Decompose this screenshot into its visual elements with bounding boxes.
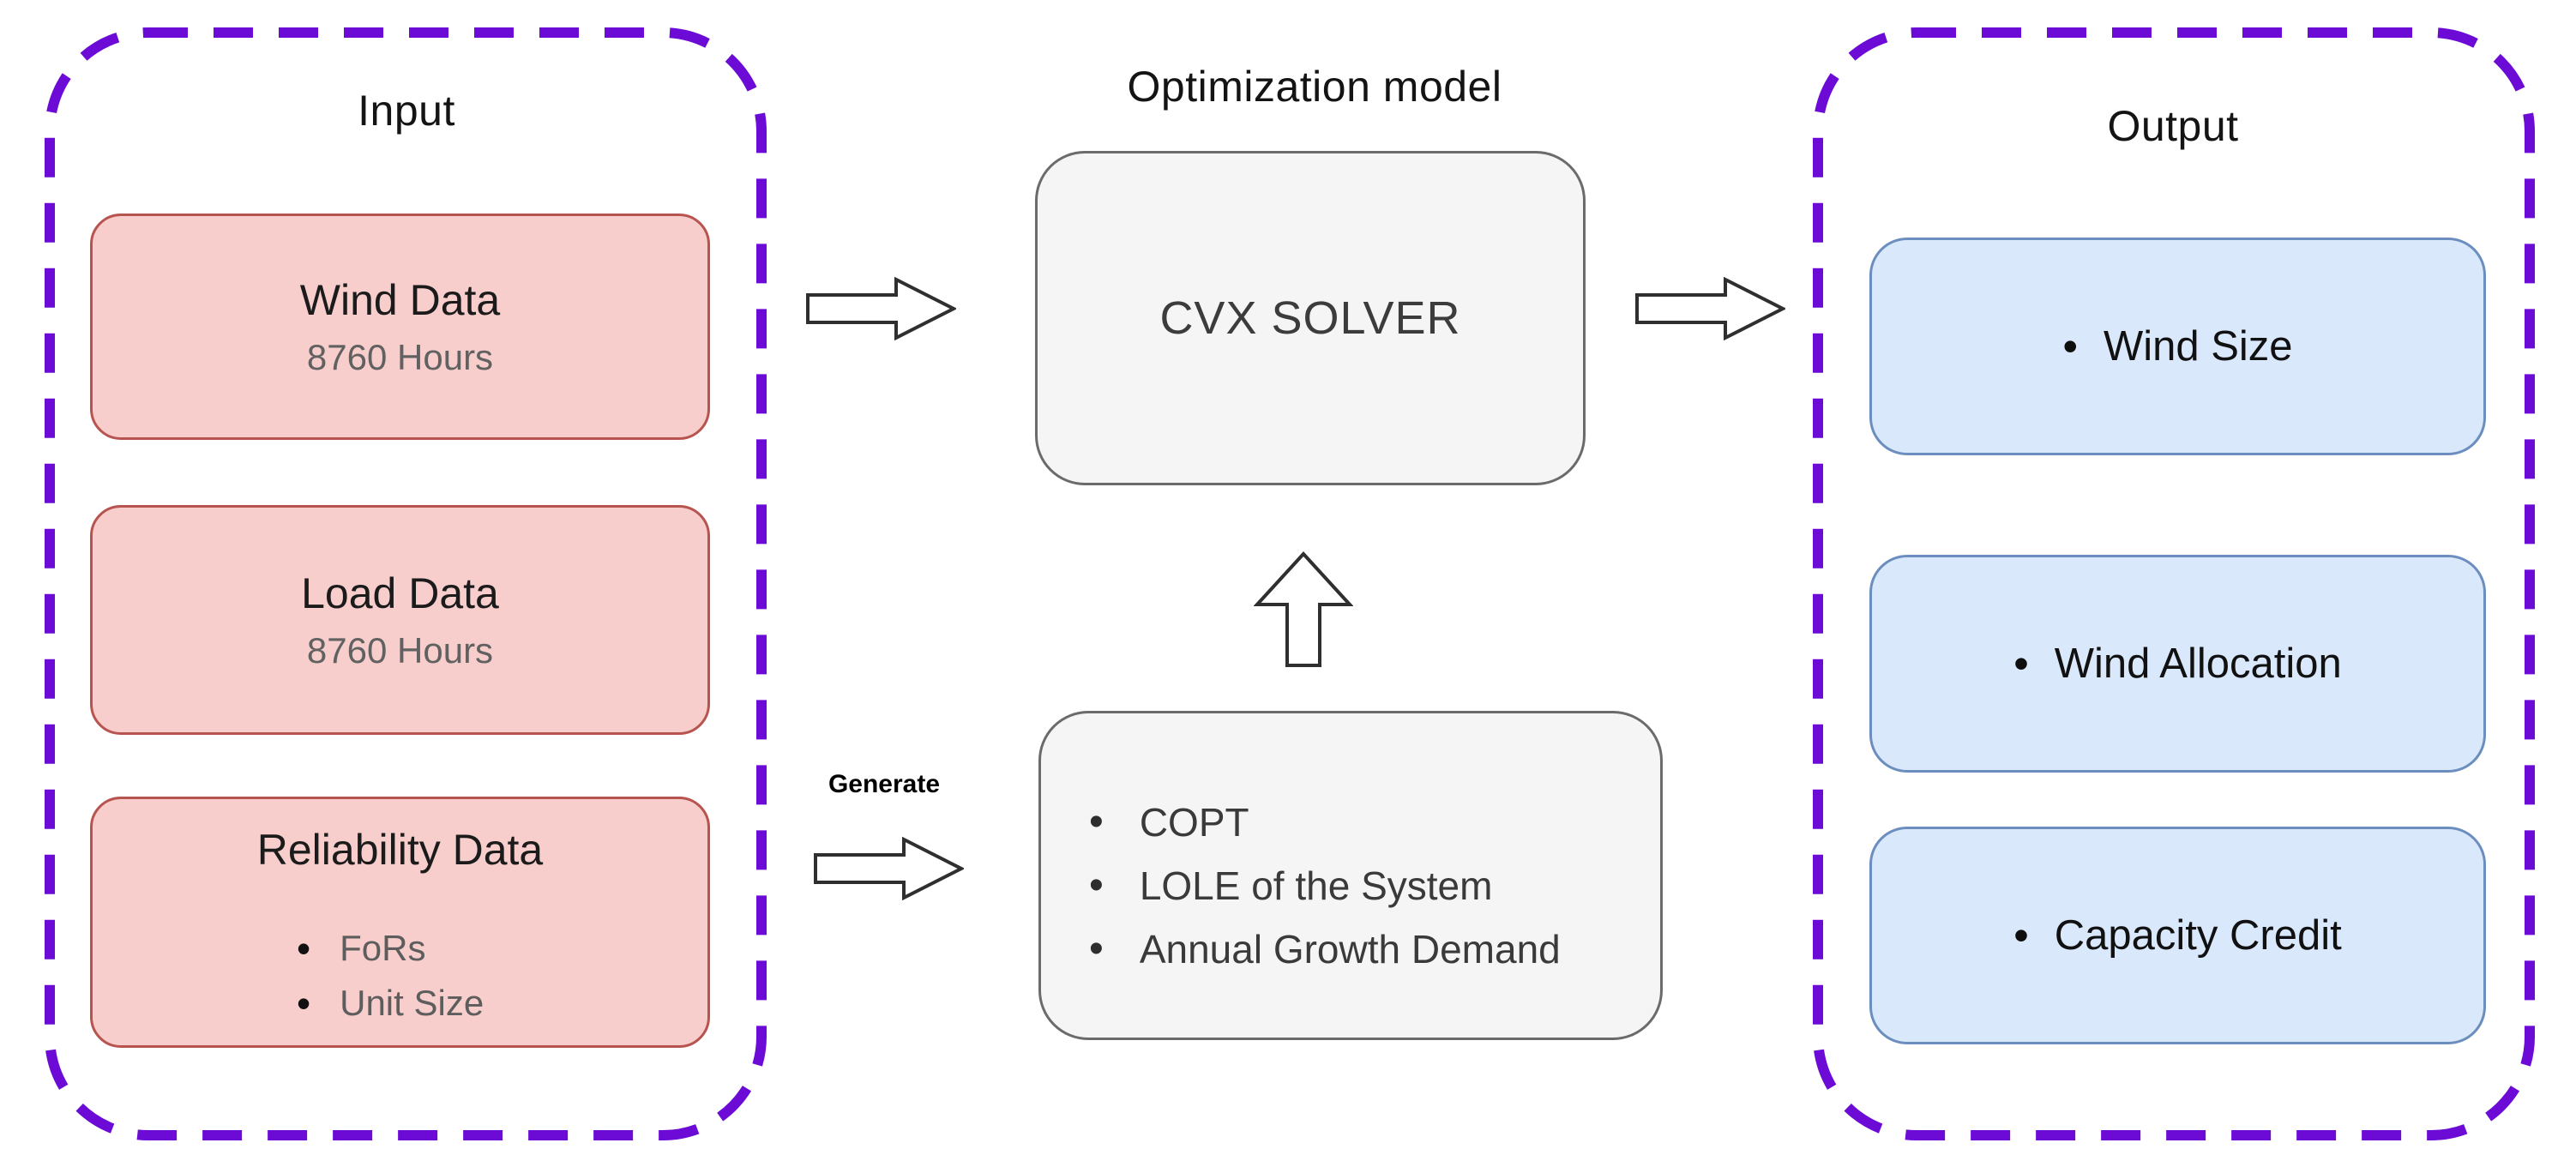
list-item: • FoRs bbox=[297, 928, 707, 969]
wind-size-box: • Wind Size bbox=[1869, 238, 2486, 455]
bullet-lole: LOLE of the System bbox=[1139, 863, 1493, 908]
reliability-bullet-list: • FoRs • Unit Size bbox=[297, 928, 707, 1024]
list-item: • COPT bbox=[1089, 799, 1660, 845]
generated-parameters-box: • COPT • LOLE of the System • Annual Gro… bbox=[1038, 711, 1663, 1040]
bullet-icon: • bbox=[297, 926, 311, 971]
reliability-data-box: Reliability Data • FoRs • Unit Size bbox=[90, 797, 710, 1048]
load-data-title: Load Data bbox=[301, 569, 499, 617]
bullet-icon: • bbox=[1089, 863, 1104, 908]
cvx-solver-box: CVX SOLVER bbox=[1035, 151, 1586, 485]
output-section-title: Output bbox=[2107, 102, 2239, 150]
generated-parameters-list: • COPT • LOLE of the System • Annual Gro… bbox=[1041, 713, 1660, 972]
list-item: • LOLE of the System bbox=[1089, 863, 1660, 909]
wind-data-title: Wind Data bbox=[299, 276, 501, 324]
load-data-subtitle: 8760 Hours bbox=[306, 630, 494, 671]
arrow-generated-to-solver-icon bbox=[1254, 551, 1353, 667]
list-item: • Annual Growth Demand bbox=[1089, 926, 1660, 972]
reliability-bullet-fors: FoRs bbox=[340, 928, 426, 968]
list-item: • Unit Size bbox=[297, 983, 707, 1024]
reliability-data-title: Reliability Data bbox=[256, 826, 544, 874]
bullet-annual-growth-demand: Annual Growth Demand bbox=[1139, 927, 1561, 971]
input-section-title: Input bbox=[358, 87, 455, 135]
bullet-icon: • bbox=[2013, 911, 2029, 959]
bullet-icon: • bbox=[1089, 926, 1104, 971]
arrow-input-to-solver-icon bbox=[806, 277, 956, 340]
reliability-bullet-unit-size: Unit Size bbox=[340, 983, 485, 1023]
optimization-model-title: Optimization model bbox=[1127, 63, 1502, 111]
arrow-solver-to-output-icon bbox=[1635, 277, 1785, 340]
input-container-dashed-border bbox=[45, 27, 767, 1140]
capacity-credit-label: Capacity Credit bbox=[2054, 912, 2342, 959]
bullet-icon: • bbox=[2062, 322, 2078, 370]
bullet-icon: • bbox=[2013, 640, 2029, 688]
wind-allocation-box: • Wind Allocation bbox=[1869, 555, 2486, 773]
generate-label: Generate bbox=[828, 770, 941, 798]
wind-allocation-label: Wind Allocation bbox=[2054, 641, 2342, 687]
load-data-box: Load Data 8760 Hours bbox=[90, 505, 710, 735]
bullet-icon: • bbox=[1089, 799, 1104, 845]
bullet-copt: COPT bbox=[1139, 800, 1249, 845]
capacity-credit-box: • Capacity Credit bbox=[1869, 827, 2486, 1044]
wind-data-subtitle: 8760 Hours bbox=[306, 337, 494, 377]
wind-data-box: Wind Data 8760 Hours bbox=[90, 214, 710, 440]
wind-size-label: Wind Size bbox=[2103, 323, 2293, 370]
arrow-generate-icon bbox=[814, 837, 964, 900]
output-container-dashed-border bbox=[1813, 27, 2535, 1140]
bullet-icon: • bbox=[297, 981, 311, 1026]
cvx-solver-label: CVX SOLVER bbox=[1159, 292, 1461, 344]
